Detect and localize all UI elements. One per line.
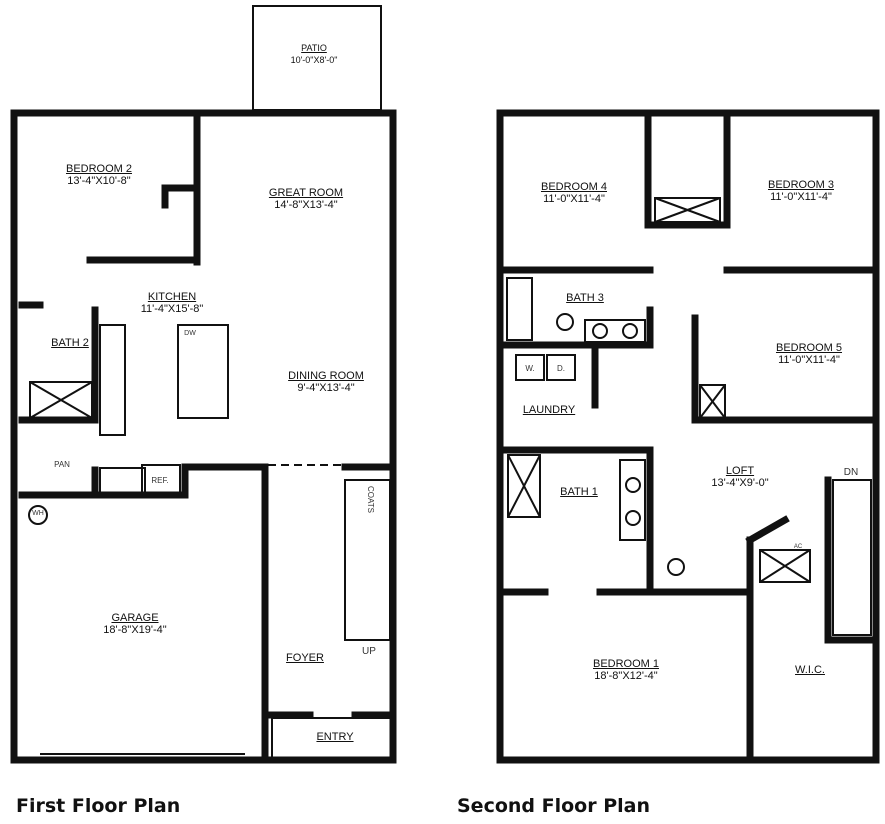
water-heater-label: WH <box>32 510 44 517</box>
room-name: GREAT ROOM <box>268 187 344 199</box>
stairs-down-label: DN <box>843 467 859 478</box>
second-floor-walls <box>496 109 880 764</box>
room-laundry: LAUNDRY <box>523 404 575 416</box>
second-floor-fixtures <box>506 197 872 636</box>
stairs-up-label: UP <box>362 646 376 657</box>
room-name: LAUNDRY <box>522 404 576 416</box>
room-size: 13'-4"X9'-0" <box>711 477 769 489</box>
room-name: KITCHEN <box>147 291 197 303</box>
room-name: GARAGE <box>111 612 159 624</box>
room-size: 11'-4"X15'-8" <box>140 303 204 315</box>
coats-closet-label: COATS <box>365 486 375 513</box>
second-floor-caption: Second Floor Plan <box>457 795 650 817</box>
room-bath-2: BATH 2 <box>51 337 89 349</box>
room-name: PATIO <box>301 43 327 53</box>
refrigerator-label: REF. <box>151 476 169 485</box>
room-size: 11'-0"X11'-4" <box>543 193 605 205</box>
room-name: BEDROOM 1 <box>592 658 660 670</box>
room-size: 10'-0"X8'-0" <box>290 55 338 65</box>
room-size: 18'-8"X12'-4" <box>594 670 658 682</box>
first-floor-fixtures <box>28 5 394 759</box>
room-foyer: FOYER <box>286 652 324 664</box>
room-name: DINING ROOM <box>288 370 364 382</box>
room-name: BEDROOM 5 <box>775 342 843 354</box>
room-name: W.I.C. <box>795 664 825 676</box>
room-name: BEDROOM 2 <box>65 163 133 175</box>
dishwasher-label: DW <box>184 330 196 337</box>
room-name: FOYER <box>286 652 324 664</box>
room-bath-1: BATH 1 <box>560 486 598 498</box>
room-name: BEDROOM 3 <box>767 179 835 191</box>
first-floor-caption: First Floor Plan <box>16 795 181 817</box>
room-name: BATH 3 <box>566 292 604 304</box>
ac-label: AC <box>793 544 803 550</box>
room-size: 14'-8"X13'-4" <box>274 199 338 211</box>
room-size: 18'-8"X19'-4" <box>103 624 167 636</box>
room-name: BATH 2 <box>51 337 89 349</box>
dryer-label: D. <box>557 364 565 373</box>
room-name: BEDROOM 4 <box>540 181 608 193</box>
room-bath-3: BATH 3 <box>566 292 604 304</box>
room-patio: PATIO 10'-0"X8'-0" <box>291 42 338 66</box>
room-wic: W.I.C. <box>795 664 825 676</box>
room-entry: ENTRY <box>316 731 353 743</box>
washer-label: W. <box>525 364 535 373</box>
room-size: 11'-0"X11'-4" <box>770 191 832 203</box>
pantry-label: PAN <box>54 460 70 469</box>
room-size: 13'-4"X10'-8" <box>67 175 131 187</box>
room-size: 9'-4"X13'-4" <box>297 382 355 394</box>
room-size: 11'-0"X11'-4" <box>778 354 840 366</box>
room-name: ENTRY <box>316 731 354 743</box>
room-name: BATH 1 <box>560 486 598 498</box>
room-name: LOFT <box>725 465 755 477</box>
